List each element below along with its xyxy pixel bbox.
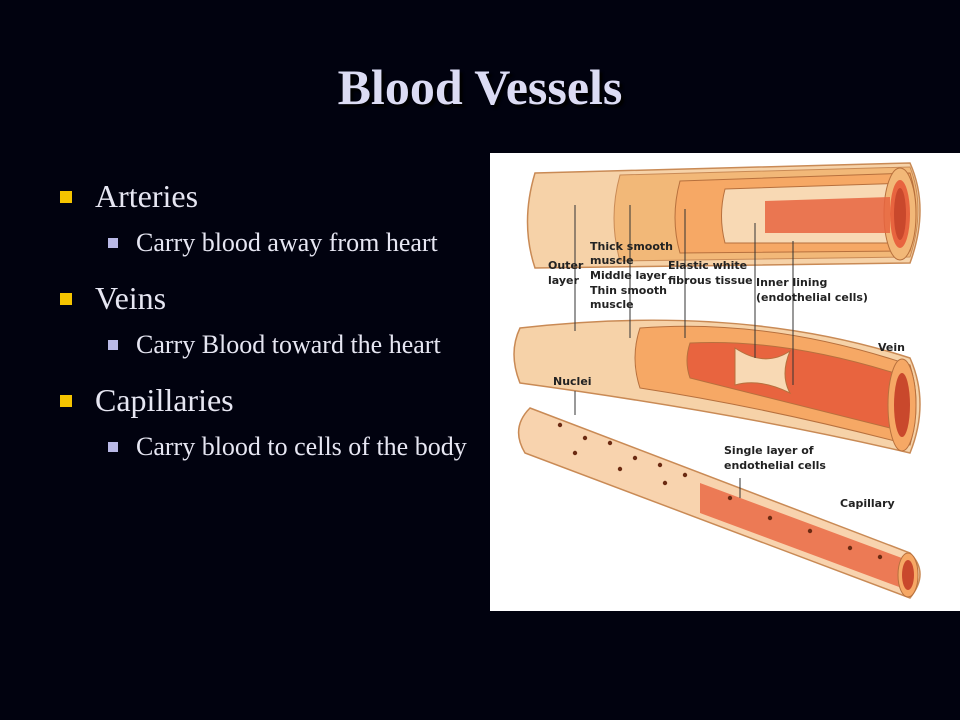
label-single-layer-2: endothelial cells xyxy=(724,459,826,472)
blood-vessel-diagram: Outer layer Thick smooth muscle Middle l… xyxy=(490,153,960,611)
label-elastic-tissue: Elastic white xyxy=(668,259,747,272)
bullet-veins: Veins xyxy=(60,278,480,318)
label-capillary: Capillary xyxy=(840,497,895,510)
label-inner-lining: Inner lining xyxy=(756,276,827,289)
bullet-square-icon xyxy=(60,293,72,305)
bullet-heading: Veins xyxy=(95,280,167,316)
label-middle-layer: Middle layer xyxy=(590,269,667,282)
label-thick-muscle: Thick smooth xyxy=(590,240,673,253)
slide-title: Blood Vessels xyxy=(337,59,623,115)
artery-illustration xyxy=(526,162,921,269)
vein-illustration xyxy=(513,319,921,454)
sub-bullet-arteries: Carry blood away from heart xyxy=(108,224,480,262)
bullet-list: Arteries Carry blood away from heart Vei… xyxy=(60,176,480,482)
sub-bullet-text: Carry Blood toward the heart xyxy=(136,330,441,359)
label-single-layer: Single layer of xyxy=(724,444,814,457)
label-outer-layer-2: layer xyxy=(548,274,579,287)
label-thin-muscle: Thin smooth xyxy=(590,284,667,297)
bullet-heading: Arteries xyxy=(95,178,199,214)
bullet-heading: Capillaries xyxy=(95,382,234,418)
sub-bullet-capillaries: Carry blood to cells of the body xyxy=(108,428,480,466)
sub-bullet-square-icon xyxy=(108,442,118,452)
bullet-square-icon xyxy=(60,191,72,203)
sub-bullet-text: Carry blood to cells of the body xyxy=(136,432,467,461)
label-thin-muscle-2: muscle xyxy=(590,298,634,311)
label-nuclei: Nuclei xyxy=(553,375,592,388)
sub-bullet-veins: Carry Blood toward the heart xyxy=(108,326,480,364)
bullet-arteries: Arteries xyxy=(60,176,480,216)
label-vein: Vein xyxy=(878,341,905,354)
label-leader-lines xyxy=(574,205,794,498)
sub-bullet-square-icon xyxy=(108,238,118,248)
sub-bullet-text: Carry blood away from heart xyxy=(136,228,438,257)
bullet-capillaries: Capillaries xyxy=(60,380,480,420)
sub-bullet-square-icon xyxy=(108,340,118,350)
capillary-illustration xyxy=(517,407,921,599)
label-inner-lining-2: (endothelial cells) xyxy=(756,291,868,304)
label-thick-muscle-2: muscle xyxy=(590,254,634,267)
bullet-square-icon xyxy=(60,395,72,407)
blood-vessel-illustration: Outer layer Thick smooth muscle Middle l… xyxy=(513,162,921,599)
label-outer-layer: Outer xyxy=(548,259,584,272)
label-elastic-tissue-2: fibrous tissue xyxy=(668,274,753,287)
